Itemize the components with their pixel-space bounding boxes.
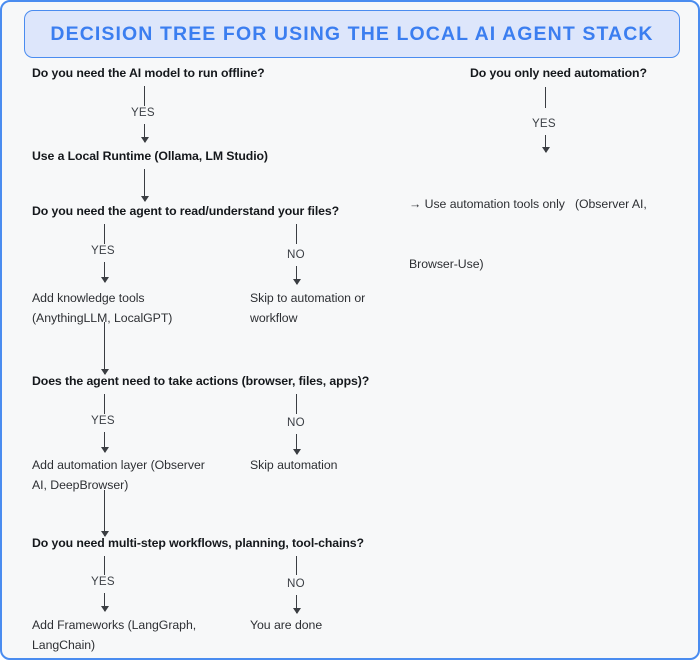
- edge-label-yes: YES: [91, 575, 115, 588]
- question-multi-step-workflows: Do you need multi-step workflows, planni…: [32, 536, 364, 550]
- connector-arrow: [291, 595, 303, 614]
- edge-label-yes: YES: [91, 414, 115, 427]
- node-automation-tools-only: → Use automation tools only (Observer AI…: [409, 154, 647, 314]
- node-automation-layer: Add automation layer (Observer AI, DeepB…: [32, 455, 205, 495]
- connector-line: [104, 556, 106, 575]
- connector-line: [144, 86, 146, 106]
- node-line: Skip to automation or: [250, 291, 366, 305]
- connector-arrow: [139, 124, 151, 143]
- node-skip-to-automation: Skip to automation or workflow: [250, 288, 365, 328]
- connector-arrow: [99, 432, 111, 453]
- question-take-actions: Does the agent need to take actions (bro…: [32, 374, 370, 388]
- node-line: Add automation layer (Observer: [32, 458, 205, 472]
- edge-label-yes: YES: [532, 117, 556, 130]
- node-line: workflow: [250, 311, 298, 325]
- edge-label-no: NO: [287, 248, 305, 261]
- node-you-are-done: You are done: [250, 618, 323, 632]
- node-line: → Use automation tools only (Observer AI…: [409, 197, 647, 211]
- question-offline-model: Do you need the AI model to run offline?: [32, 66, 265, 80]
- connector-arrow: [99, 593, 111, 612]
- connector-line: [104, 224, 106, 244]
- node-line: Add knowledge tools: [32, 291, 145, 305]
- node-frameworks: Add Frameworks (LangGraph, LangChain): [32, 615, 196, 655]
- edge-label-no: NO: [287, 577, 305, 590]
- node-skip-automation: Skip automation: [250, 458, 338, 472]
- connector-arrow: [99, 322, 111, 375]
- connector-arrow: [99, 262, 111, 283]
- connector-arrow: [99, 490, 111, 537]
- connector-line: [296, 394, 298, 414]
- edge-label-yes: YES: [131, 106, 155, 119]
- node-line: Add Frameworks (LangGraph,: [32, 618, 197, 632]
- connector-line: [296, 224, 298, 244]
- edge-label-no: NO: [287, 416, 305, 429]
- page-title: DECISION TREE FOR USING THE LOCAL AI AGE…: [50, 22, 654, 45]
- connector-arrow: [139, 169, 151, 202]
- connector-line: [104, 394, 106, 414]
- node-local-runtime: Use a Local Runtime (Ollama, LM Studio): [32, 149, 268, 163]
- node-line: Browser-Use): [409, 257, 484, 271]
- node-line: LangChain): [32, 638, 96, 652]
- question-read-files: Do you need the agent to read/understand…: [32, 204, 340, 218]
- node-knowledge-tools: Add knowledge tools (AnythingLLM, LocalG…: [32, 288, 172, 328]
- title-banner: DECISION TREE FOR USING THE LOCAL AI AGE…: [24, 10, 680, 58]
- connector-line: [545, 87, 547, 108]
- connector-arrow: [540, 135, 552, 153]
- node-line: AI, DeepBrowser): [32, 478, 129, 492]
- question-only-automation: Do you only need automation?: [470, 66, 647, 80]
- edge-label-yes: YES: [91, 244, 115, 257]
- connector-arrow: [291, 434, 303, 455]
- connector-arrow: [291, 266, 303, 285]
- connector-line: [296, 556, 298, 575]
- node-line: (AnythingLLM, LocalGPT): [32, 311, 173, 325]
